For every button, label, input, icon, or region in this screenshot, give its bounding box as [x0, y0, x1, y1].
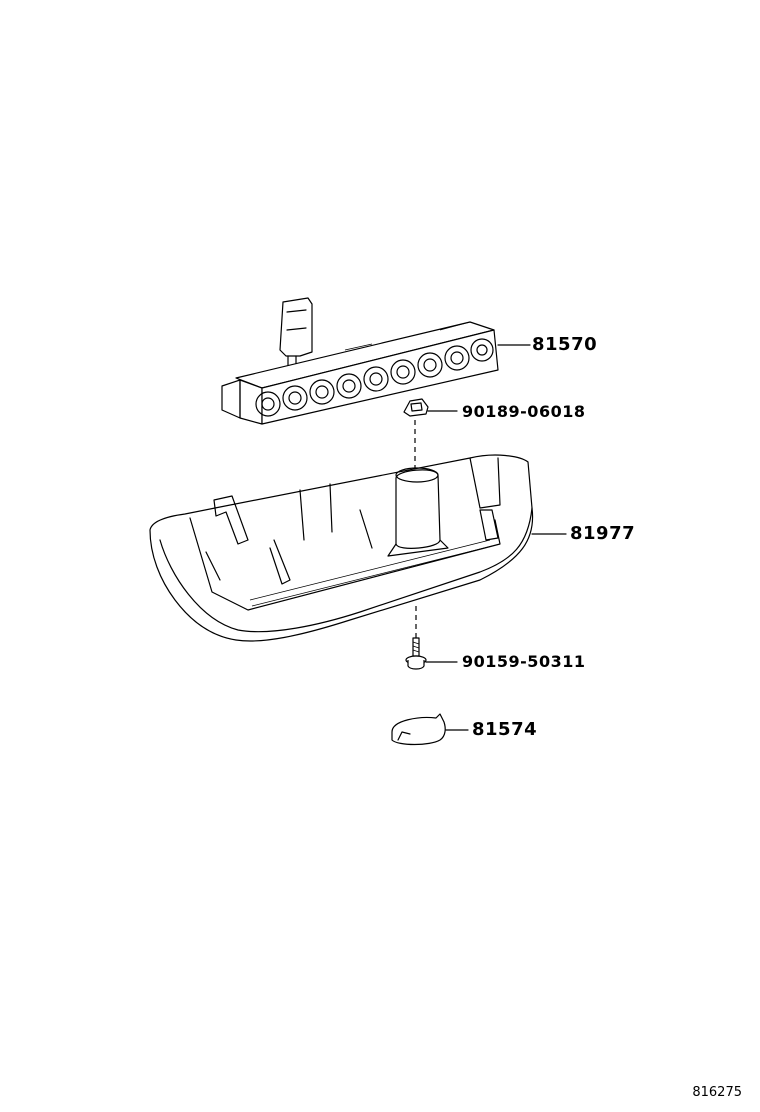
callout-81977[interactable]: 81977 [570, 523, 636, 544]
cap-illustration [391, 713, 469, 746]
callout-90159-50311[interactable]: 90159-50311 [462, 652, 586, 671]
callout-81574[interactable]: 81574 [472, 719, 538, 740]
clip-nut-illustration [403, 398, 458, 480]
lamp-housing-illustration [149, 454, 567, 642]
callout-90189-06018[interactable]: 90189-06018 [462, 402, 586, 421]
led-light-bar-illustration [221, 297, 531, 425]
callout-81570[interactable]: 81570 [532, 334, 598, 355]
screw-illustration [405, 606, 458, 670]
figure-code: 816275 [692, 1085, 742, 1100]
